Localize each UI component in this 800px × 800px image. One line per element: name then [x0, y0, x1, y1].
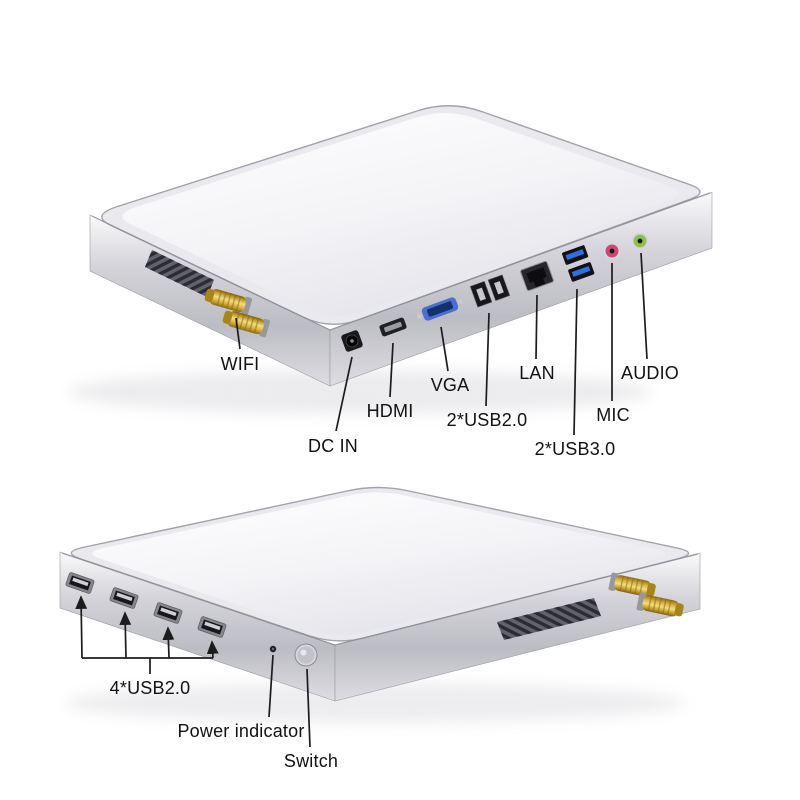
label-audio: AUDIO [620, 363, 680, 383]
usb2-ports [469, 274, 511, 308]
label-vga: VGA [430, 375, 470, 395]
audio-jack [631, 232, 649, 250]
callout-line-front-usb-4 [206, 640, 219, 659]
front-edge-seam [61, 552, 699, 646]
vent-grille-front [497, 598, 601, 640]
rear-edge-seam [91, 192, 711, 331]
mini-pc-front-view [59, 486, 701, 723]
front-top-surface [92, 492, 667, 636]
dc-in-port [341, 330, 363, 352]
callout-lines-front [75, 595, 311, 748]
callout-line-dc-in [335, 356, 353, 432]
front-usb-port-1 [65, 572, 95, 594]
label-usb3: 2*USB3.0 [534, 439, 616, 459]
power-led [269, 645, 277, 653]
label-switch: Switch [283, 751, 339, 771]
wifi-antenna-connector-4 [636, 592, 684, 617]
label-hdmi: HDMI [366, 401, 414, 421]
callout-line-usb2 [485, 312, 490, 407]
label-front-usb: 4*USB2.0 [109, 678, 191, 698]
usb3-ports [562, 245, 595, 282]
hdmi-port [379, 317, 407, 337]
callout-line-front-usb-1 [75, 595, 88, 659]
callout-line-front-usb-2 [119, 611, 132, 659]
vent-grille-rear [145, 250, 214, 297]
front-usb-port-4 [197, 616, 227, 638]
front-usb-port-2 [109, 587, 139, 609]
lan-port [520, 260, 554, 292]
callout-line-power-indicator [268, 654, 274, 718]
label-mic: MIC [596, 405, 630, 425]
callout-line-wifi [235, 317, 241, 350]
wifi-antenna-connector-1 [204, 288, 253, 316]
label-power-indicator: Power indicator [177, 721, 305, 741]
callout-line-vga [440, 326, 449, 372]
callout-line-switch [306, 668, 311, 748]
power-switch-button [294, 643, 318, 667]
callout-lines-rear [235, 252, 648, 436]
wifi-antenna-connector-2 [222, 310, 271, 338]
callout-line-usb3 [573, 288, 578, 436]
rear-top-surface [122, 112, 679, 317]
label-lan: LAN [519, 363, 555, 383]
label-dc-in: DC IN [308, 436, 358, 456]
wifi-antenna-connector-3 [608, 572, 656, 597]
label-usb2: 2*USB2.0 [446, 410, 528, 430]
front-usb-port-3 [153, 602, 183, 624]
mic-jack [603, 242, 621, 260]
callout-line-front-usb-3 [162, 626, 175, 659]
label-wifi: WIFI [220, 354, 260, 374]
shadow-front [65, 683, 685, 723]
callout-line-hdmi [389, 342, 394, 398]
callout-line-audio [640, 252, 648, 360]
callout-line-lan [535, 294, 538, 360]
mini-pc-rear-view [70, 105, 713, 414]
vga-port [416, 297, 464, 321]
shadow-rear [70, 370, 650, 414]
